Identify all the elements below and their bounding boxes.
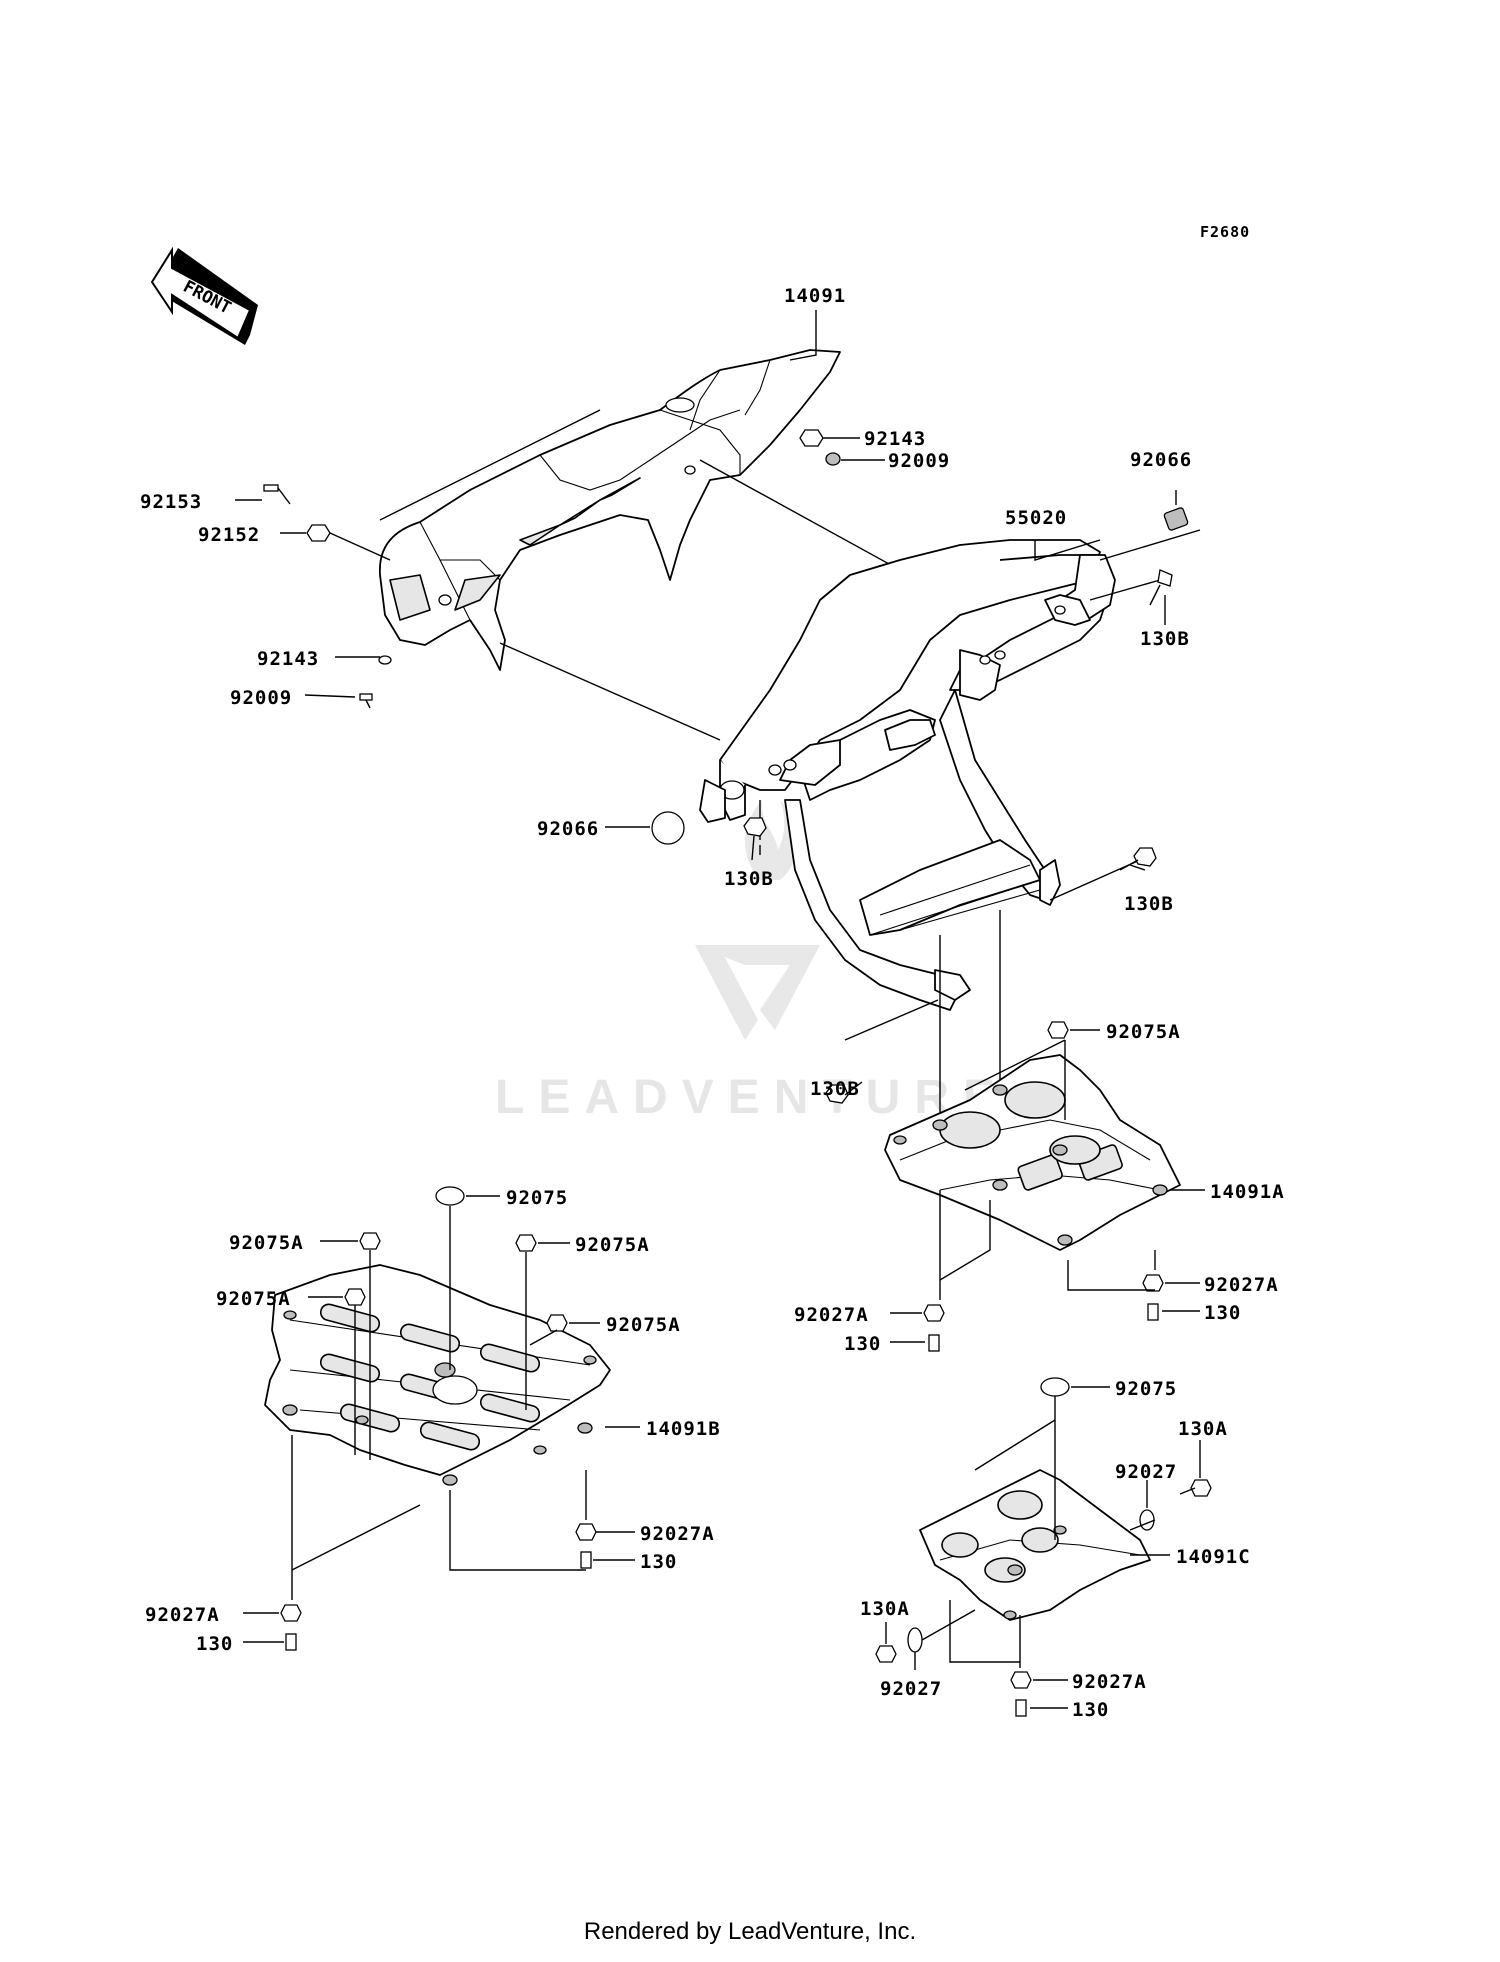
skid-plate-14091a (884, 1054, 1181, 1251)
nut-92075a-l4-icon (546, 1314, 568, 1332)
nut-92027a-l1-icon (280, 1604, 302, 1622)
label-92075a-r: 92075A (1106, 1021, 1181, 1043)
label-130-r1: 130 (1204, 1302, 1241, 1324)
label-92143-top: 92143 (864, 428, 926, 450)
skid-plate-14091c (919, 1469, 1151, 1621)
label-130-l: 130 (196, 1633, 233, 1655)
label-92143-left: 92143 (257, 648, 319, 670)
label-92153: 92153 (140, 491, 202, 513)
label-14091a: 14091A (1210, 1181, 1285, 1203)
bolt-130a-l-icon (875, 1645, 897, 1663)
label-92027-r2: 92027 (880, 1678, 942, 1700)
label-92027-r1: 92027 (1115, 1461, 1177, 1483)
bolt-130b-4-icon (825, 1081, 863, 1104)
label-92027a-r1: 92027A (1204, 1274, 1279, 1296)
front-guard-frame (699, 539, 1116, 1011)
nut-92143-left-icon (378, 655, 392, 665)
washer-92027-r1-icon (1139, 1509, 1155, 1531)
bolt-130-l2-icon (1015, 1699, 1027, 1717)
washer-92152-icon (306, 524, 331, 542)
label-130b-3: 130B (1124, 893, 1174, 915)
label-92075a-l4: 92075A (606, 1314, 681, 1336)
label-14091b: 14091B (646, 1418, 721, 1440)
label-130-r3: 130 (1072, 1699, 1109, 1721)
washer-92027-r2-icon (907, 1627, 923, 1653)
label-92075-l: 92075 (506, 1187, 568, 1209)
label-130b-1: 130B (1140, 628, 1190, 650)
figure-code: F2680 (1200, 223, 1250, 241)
nut-92143-icon (799, 429, 824, 447)
plug-92075-r-icon (1040, 1377, 1070, 1397)
label-130-r2: 130 (844, 1333, 881, 1355)
watermark-text: LEADVENTURE (495, 1071, 1009, 1124)
label-130b-4: 130B (810, 1078, 860, 1100)
cap-92066-icon (1163, 507, 1189, 531)
label-92066-top: 92066 (1130, 449, 1192, 471)
label-130a-r: 130A (1178, 1418, 1228, 1440)
label-92075a-l3: 92075A (216, 1288, 291, 1310)
nut-92075a-l1-icon (359, 1232, 381, 1250)
bolt-130-l-icon (580, 1551, 592, 1569)
label-92009-left: 92009 (230, 687, 292, 709)
label-92066-left: 92066 (537, 818, 599, 840)
plug-92075-l-icon (435, 1186, 465, 1206)
nut-92075a-l2-icon (515, 1234, 537, 1252)
label-92075a-l2: 92075A (575, 1234, 650, 1256)
label-130a-l: 130A (860, 1598, 910, 1620)
label-92152: 92152 (198, 524, 260, 546)
label-55020: 55020 (1005, 507, 1067, 529)
bolt-130-r1-icon (1147, 1303, 1159, 1321)
cap-92066-left-icon (651, 811, 685, 845)
label-130-l1: 130 (640, 1551, 677, 1573)
nut-92027a-r1-icon (1142, 1274, 1164, 1292)
bolt-130-l1-icon (285, 1633, 297, 1651)
label-92009-top: 92009 (888, 450, 950, 472)
footer-credit: Rendered by LeadVenture, Inc. (583, 1918, 917, 1945)
label-14091c: 14091C (1176, 1546, 1251, 1568)
bolt-130-r2-icon (928, 1334, 940, 1352)
bolt-92153-icon (263, 484, 291, 505)
skid-plate-14091b (264, 1264, 611, 1486)
nut-92075a-icon (1047, 1021, 1069, 1039)
nut-92075a-l3-icon (344, 1288, 366, 1306)
label-92027a-l: 92027A (145, 1604, 220, 1626)
label-92075-r: 92075 (1115, 1378, 1177, 1400)
bolt-130b-icon (1149, 569, 1173, 606)
nut-92027a-l-icon (575, 1523, 597, 1541)
front-guard-cover (379, 349, 841, 671)
screw-92009-icon (825, 452, 841, 466)
bolt-130a-r-icon (1179, 1479, 1212, 1497)
front-arrow-icon: FRONT (150, 246, 258, 345)
label-130b-2: 130B (724, 868, 774, 890)
label-92027a-r2: 92027A (794, 1304, 869, 1326)
label-92027a-l1: 92027A (640, 1523, 715, 1545)
label-92075a-l1: 92075A (229, 1232, 304, 1254)
label-92027a-r3: 92027A (1072, 1671, 1147, 1693)
nut-92027a-r2-icon (923, 1304, 945, 1322)
screw-92009-left-icon (359, 693, 373, 709)
label-14091: 14091 (784, 285, 846, 307)
bolt-130b-3-icon (1119, 847, 1157, 871)
nut-92027a-l2-icon (1010, 1671, 1032, 1689)
bolt-130b-2-icon (743, 817, 767, 861)
